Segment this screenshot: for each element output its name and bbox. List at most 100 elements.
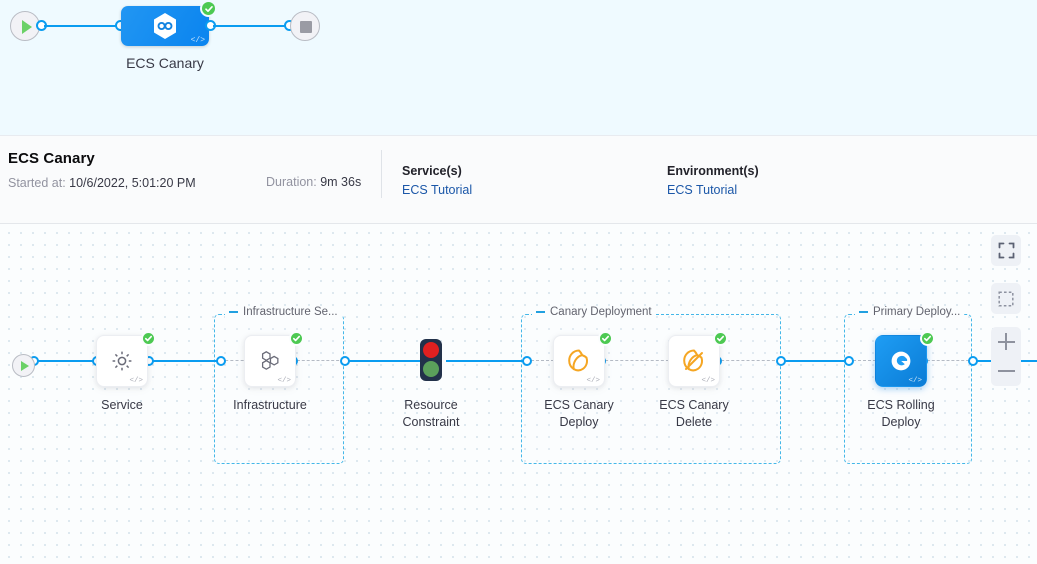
play-icon (22, 20, 32, 34)
hexagon-cluster-icon (261, 351, 279, 370)
group-label-canary[interactable]: Canary Deployment (532, 306, 656, 318)
harness-pipeline-hexagon-icon (154, 13, 176, 39)
node-label-line-2: Deploy (881, 415, 921, 429)
edge-infra-resource (344, 360, 420, 362)
node-label-line-1: Resource (404, 398, 458, 412)
zoom-controls[interactable] (991, 327, 1021, 386)
node-label-ecs-canary-deploy: ECS Canary Deploy (514, 397, 644, 431)
port-infra-group-in (216, 356, 226, 366)
started-at-row: Started at: 10/6/2022, 5:01:20 PM (8, 176, 196, 190)
environments-column: Environment(s) ECS Tutorial (667, 164, 759, 197)
environments-heading: Environment(s) (667, 164, 759, 178)
gear-icon (112, 351, 132, 371)
pipeline-stage-card-ecs-canary[interactable]: </> (121, 6, 209, 46)
services-value-link[interactable]: ECS Tutorial (402, 183, 473, 197)
node-label-service: Service (101, 398, 143, 412)
code-glyph: </> (129, 377, 143, 385)
play-icon (21, 361, 29, 371)
node-label-infrastructure: Infrastructure (233, 398, 307, 412)
node-label-line-1: ECS Canary (659, 398, 729, 412)
node-label-line-2: Delete (675, 415, 713, 429)
pipeline-graph-canvas[interactable]: Infrastructure Se... Canary Deployment P… (0, 224, 1037, 564)
check-circle-icon (601, 335, 610, 342)
execution-detail-bar: ECS Canary Started at: 10/6/2022, 5:01:2… (0, 136, 1037, 224)
zoom-out-button[interactable] (991, 357, 1021, 387)
fit-to-screen-button[interactable] (991, 235, 1021, 266)
services-column: Service(s) ECS Tutorial (402, 164, 472, 197)
status-badge-success-infrastructure (289, 331, 304, 346)
pipeline-start-node[interactable] (10, 11, 40, 41)
check-circle-icon (923, 335, 932, 342)
status-badge-success (200, 0, 217, 17)
code-glyph: </> (701, 377, 715, 385)
group-label-text: Primary Deploy... (873, 306, 961, 318)
node-label-line-1: ECS Rolling (867, 398, 935, 412)
environments-value-link[interactable]: ECS Tutorial (667, 183, 738, 197)
node-infrastructure[interactable]: </> (244, 335, 296, 387)
traffic-light-green-lamp (423, 361, 439, 377)
code-glyph: </> (586, 377, 600, 385)
edge-canary-deploy-delete (600, 360, 674, 361)
status-badge-success-canary-deploy (598, 331, 613, 346)
edge-canary-group-in (526, 360, 559, 361)
status-badge-success-rolling-deploy (920, 331, 935, 346)
status-badge-success-service (141, 331, 156, 346)
pipeline-end-node[interactable] (290, 11, 320, 41)
code-glyph: </> (190, 36, 205, 45)
check-circle-icon (292, 335, 301, 342)
node-ecs-rolling-deploy[interactable]: </> (875, 335, 927, 387)
collapse-icon[interactable] (229, 311, 238, 313)
started-at-label: Started at (8, 176, 63, 190)
edge-primary-group-in (848, 360, 881, 361)
duration-label: Duration (266, 175, 314, 189)
page-title: ECS Canary (8, 150, 95, 167)
select-area-button[interactable] (991, 283, 1021, 314)
ecs-canary-deploy-icon (568, 349, 589, 372)
top-pipeline-strip: </> ECS Canary (0, 0, 1037, 136)
duration-value: 9m 36s (320, 175, 362, 189)
ecs-rolling-deploy-icon (891, 351, 911, 371)
node-ecs-canary-delete[interactable]: </> (668, 335, 720, 387)
traffic-light-red-lamp (423, 342, 439, 358)
pipeline-stage-label: ECS Canary (126, 55, 204, 71)
port-infra-group-out (340, 356, 350, 366)
node-label-resource-constraint: Resource Constraint (366, 397, 496, 431)
group-label-text: Canary Deployment (550, 306, 652, 318)
port-primary-group-in (844, 356, 854, 366)
detail-divider (381, 150, 382, 198)
check-circle-icon (144, 335, 153, 342)
code-glyph: </> (277, 377, 291, 385)
port-canary-group-in (522, 356, 532, 366)
dashed-square-icon (998, 290, 1014, 307)
group-label-primary[interactable]: Primary Deploy... (855, 306, 965, 318)
collapse-icon[interactable] (859, 311, 868, 313)
edge-primary-out (922, 360, 974, 361)
zoom-in-button[interactable] (991, 327, 1021, 357)
ecs-canary-delete-icon (683, 349, 704, 372)
check-circle-icon (716, 335, 725, 342)
group-label-infrastructure[interactable]: Infrastructure Se... (225, 306, 342, 318)
status-badge-success-canary-delete (713, 331, 728, 346)
node-label-line-2: Constraint (402, 415, 460, 429)
edge-canary-delete-out (716, 360, 780, 361)
edge-canary-primary (780, 360, 850, 362)
node-resource-constraint[interactable] (420, 339, 442, 381)
collapse-icon[interactable] (536, 311, 545, 313)
node-label-line-2: Deploy (559, 415, 599, 429)
node-label-line-1: ECS Canary (544, 398, 614, 412)
canvas-start-node[interactable] (12, 354, 35, 377)
node-ecs-canary-deploy[interactable]: </> (553, 335, 605, 387)
node-label-ecs-canary-delete: ECS Canary Delete (629, 397, 759, 431)
check-circle-icon (204, 5, 213, 12)
group-label-text: Infrastructure Se... (243, 306, 338, 318)
port-primary-group-out (968, 356, 978, 366)
fit-screen-icon (998, 242, 1014, 259)
edge-infra-out (292, 360, 344, 361)
duration-row: Duration: 9m 36s (266, 175, 362, 189)
traffic-light-icon (420, 339, 442, 381)
mini-edge-card-end (213, 25, 288, 27)
node-service[interactable]: </> (96, 335, 148, 387)
node-label-ecs-rolling-deploy: ECS Rolling Deploy (836, 397, 966, 431)
minus-icon (997, 363, 1015, 380)
